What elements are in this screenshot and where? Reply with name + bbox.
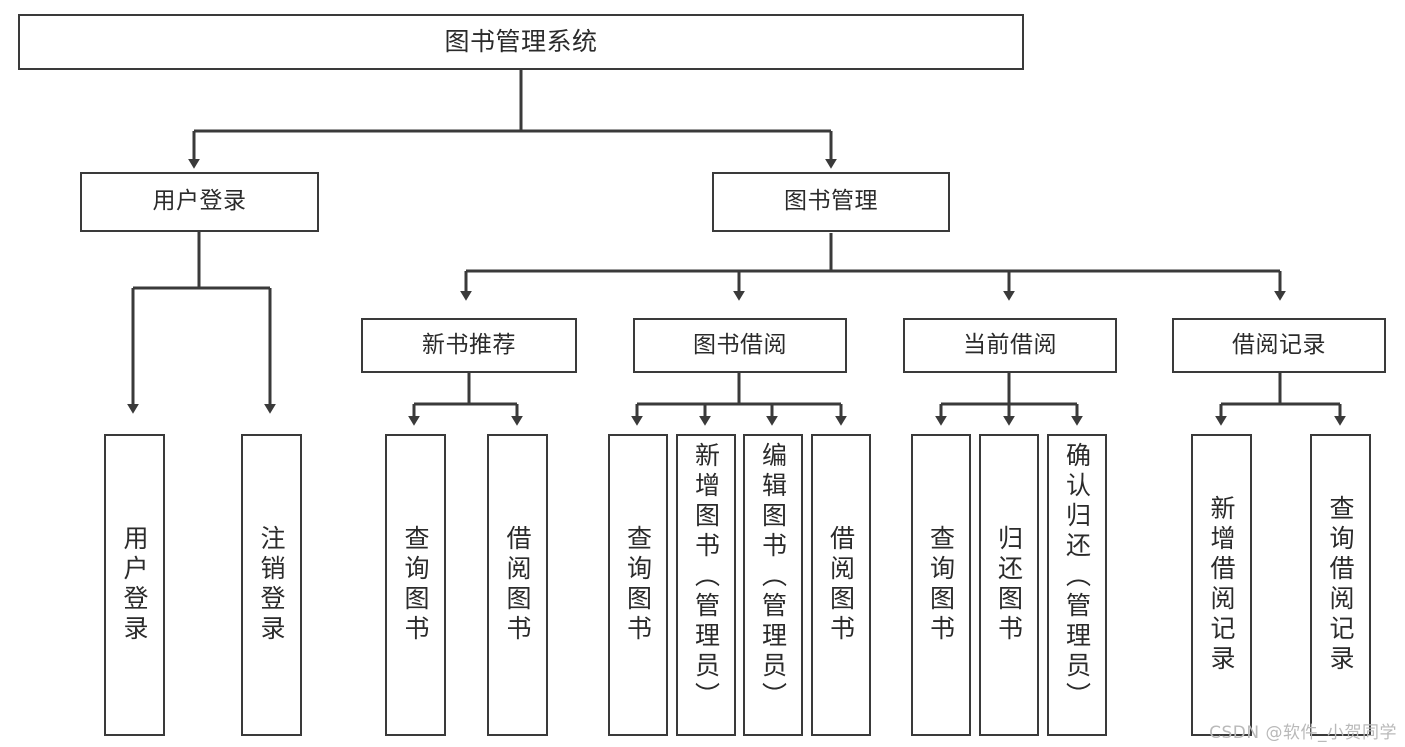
node-label: 查询借阅记录	[1326, 495, 1355, 675]
node-label: 借阅图书	[503, 525, 532, 645]
leaf-return-book[interactable]: 归还图书	[979, 434, 1039, 736]
node-label: 新增图书（管理员）	[691, 442, 721, 712]
leaf-query-book-current[interactable]: 查询图书	[911, 434, 971, 736]
node-label: 用户登录	[120, 525, 149, 645]
node-label: 查询图书	[623, 525, 653, 645]
leaf-query-book-recommend[interactable]: 查询图书	[385, 434, 446, 736]
node-current-borrow[interactable]: 当前借阅	[903, 318, 1117, 373]
node-label: 编辑图书（管理员）	[758, 442, 788, 712]
node-book-borrow[interactable]: 图书借阅	[633, 318, 847, 373]
leaf-query-book-borrow[interactable]: 查询图书	[608, 434, 668, 736]
node-label: 用户登录	[152, 188, 247, 215]
node-label: 归还图书	[994, 525, 1024, 645]
leaf-confirm-return-admin[interactable]: 确认归还（管理员）	[1047, 434, 1107, 736]
leaf-logout[interactable]: 注销登录	[241, 434, 302, 736]
node-label: 当前借阅	[963, 331, 1057, 358]
node-user-login[interactable]: 用户登录	[80, 172, 319, 232]
node-label: 注销登录	[257, 525, 286, 645]
node-book-management[interactable]: 图书管理	[712, 172, 950, 232]
node-label: 查询图书	[926, 525, 956, 645]
node-borrow-record[interactable]: 借阅记录	[1172, 318, 1386, 373]
node-root-system[interactable]: 图书管理系统	[18, 14, 1024, 70]
leaf-borrow-book[interactable]: 借阅图书	[811, 434, 871, 736]
node-label: 图书管理	[784, 188, 878, 215]
node-label: 查询图书	[401, 525, 430, 645]
watermark-text: CSDN @软件_小贺同学	[1209, 723, 1397, 743]
node-label: 借阅图书	[826, 525, 856, 645]
leaf-edit-book-admin[interactable]: 编辑图书（管理员）	[743, 434, 803, 736]
node-label: 新增借阅记录	[1207, 495, 1236, 675]
node-label: 新书推荐	[422, 331, 516, 358]
leaf-query-borrow-record[interactable]: 查询借阅记录	[1310, 434, 1371, 736]
leaf-add-borrow-record[interactable]: 新增借阅记录	[1191, 434, 1252, 736]
node-label: 图书管理系统	[444, 27, 598, 57]
node-label: 图书借阅	[693, 331, 787, 358]
leaf-borrow-book-recommend[interactable]: 借阅图书	[487, 434, 548, 736]
node-label: 借阅记录	[1232, 331, 1326, 358]
leaf-add-book-admin[interactable]: 新增图书（管理员）	[676, 434, 736, 736]
node-label: 确认归还（管理员）	[1062, 442, 1092, 712]
node-new-book-recommend[interactable]: 新书推荐	[361, 318, 577, 373]
leaf-user-login[interactable]: 用户登录	[104, 434, 165, 736]
